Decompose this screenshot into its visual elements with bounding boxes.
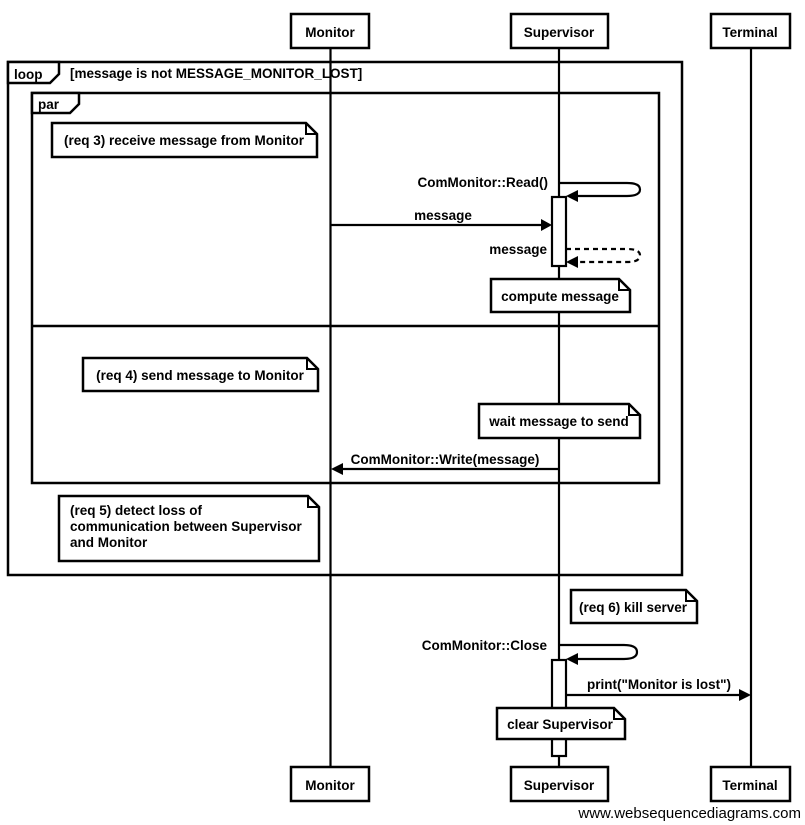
participant-monitor-top-label: Monitor <box>305 25 355 40</box>
note-req5 <box>57 494 321 563</box>
note-compute-text: compute message <box>501 289 619 304</box>
note-clear-fold-icon <box>613 708 625 720</box>
note-req4-fold-icon <box>306 358 318 370</box>
note-req6 <box>569 588 699 625</box>
self-return-message-arrowhead-icon <box>566 256 578 268</box>
activation-bar-supervisor-1 <box>550 195 568 268</box>
note-req3-text: (req 3) receive message from Monitor <box>64 133 305 148</box>
participant-terminal-top-label: Terminal <box>722 25 777 40</box>
note-compute-fold-icon <box>618 279 630 291</box>
self-call-read-arrowhead-icon <box>566 190 578 202</box>
note-req4 <box>81 356 320 393</box>
par-frame-tab <box>30 91 81 115</box>
note-req5-fold-icon <box>307 496 319 508</box>
note-req3 <box>50 121 319 159</box>
participant-terminal-top <box>709 12 792 50</box>
participant-monitor-top <box>289 12 371 50</box>
message-label-returned: message <box>489 242 547 257</box>
message-label-read: ComMonitor::Read() <box>418 175 548 190</box>
loop-frame <box>6 60 684 577</box>
note-wait-send-text: wait message to send <box>488 414 629 429</box>
watermark-text: www.websequencediagrams.com <box>577 805 801 822</box>
self-return-message-arrow <box>566 247 642 264</box>
participant-supervisor-bottom <box>509 765 610 803</box>
message-arrow-write-arrowhead-icon <box>331 463 343 475</box>
self-call-close-arrow <box>559 643 639 661</box>
message-label-write: ComMonitor::Write(message) <box>351 452 540 467</box>
loop-frame-label: loop <box>14 67 43 82</box>
loop-frame-tab <box>6 60 61 85</box>
message-label-incoming: message <box>414 208 472 223</box>
participant-terminal-bottom-label: Terminal <box>722 778 777 793</box>
par-frame <box>30 91 661 485</box>
participant-monitor-bottom-label: Monitor <box>305 778 355 793</box>
message-label-close: ComMonitor::Close <box>422 638 548 653</box>
par-frame-label: par <box>38 97 60 112</box>
self-call-close-arrowhead-icon <box>566 653 578 665</box>
participant-supervisor-top-label: Supervisor <box>524 25 595 40</box>
participant-supervisor-top <box>509 12 610 50</box>
note-compute <box>489 277 632 314</box>
participant-terminal-bottom <box>709 765 792 803</box>
note-req5-line2: communication between Supervisor <box>70 519 303 534</box>
note-wait-send <box>477 402 642 440</box>
note-clear-text: clear Supervisor <box>507 717 614 732</box>
loop-condition: [message is not MESSAGE_MONITOR_LOST] <box>70 66 362 81</box>
note-req3-fold-icon <box>305 123 317 135</box>
message-label-print: print("Monitor is lost") <box>587 677 731 692</box>
note-req6-text: (req 6) kill server <box>579 600 688 615</box>
note-clear <box>495 706 627 741</box>
note-wait-send-fold-icon <box>628 404 640 416</box>
note-req4-text: (req 4) send message to Monitor <box>96 368 305 383</box>
participant-supervisor-bottom-label: Supervisor <box>524 778 595 793</box>
message-arrow-incoming-arrowhead-icon <box>541 219 552 231</box>
self-call-read-arrow <box>559 181 642 198</box>
note-req5-line3: and Monitor <box>70 535 148 550</box>
note-req5-line1: (req 5) detect loss of <box>70 503 203 518</box>
note-req6-fold-icon <box>685 590 697 602</box>
participant-monitor-bottom <box>289 765 371 803</box>
message-arrow-print-arrowhead-icon <box>739 689 751 701</box>
